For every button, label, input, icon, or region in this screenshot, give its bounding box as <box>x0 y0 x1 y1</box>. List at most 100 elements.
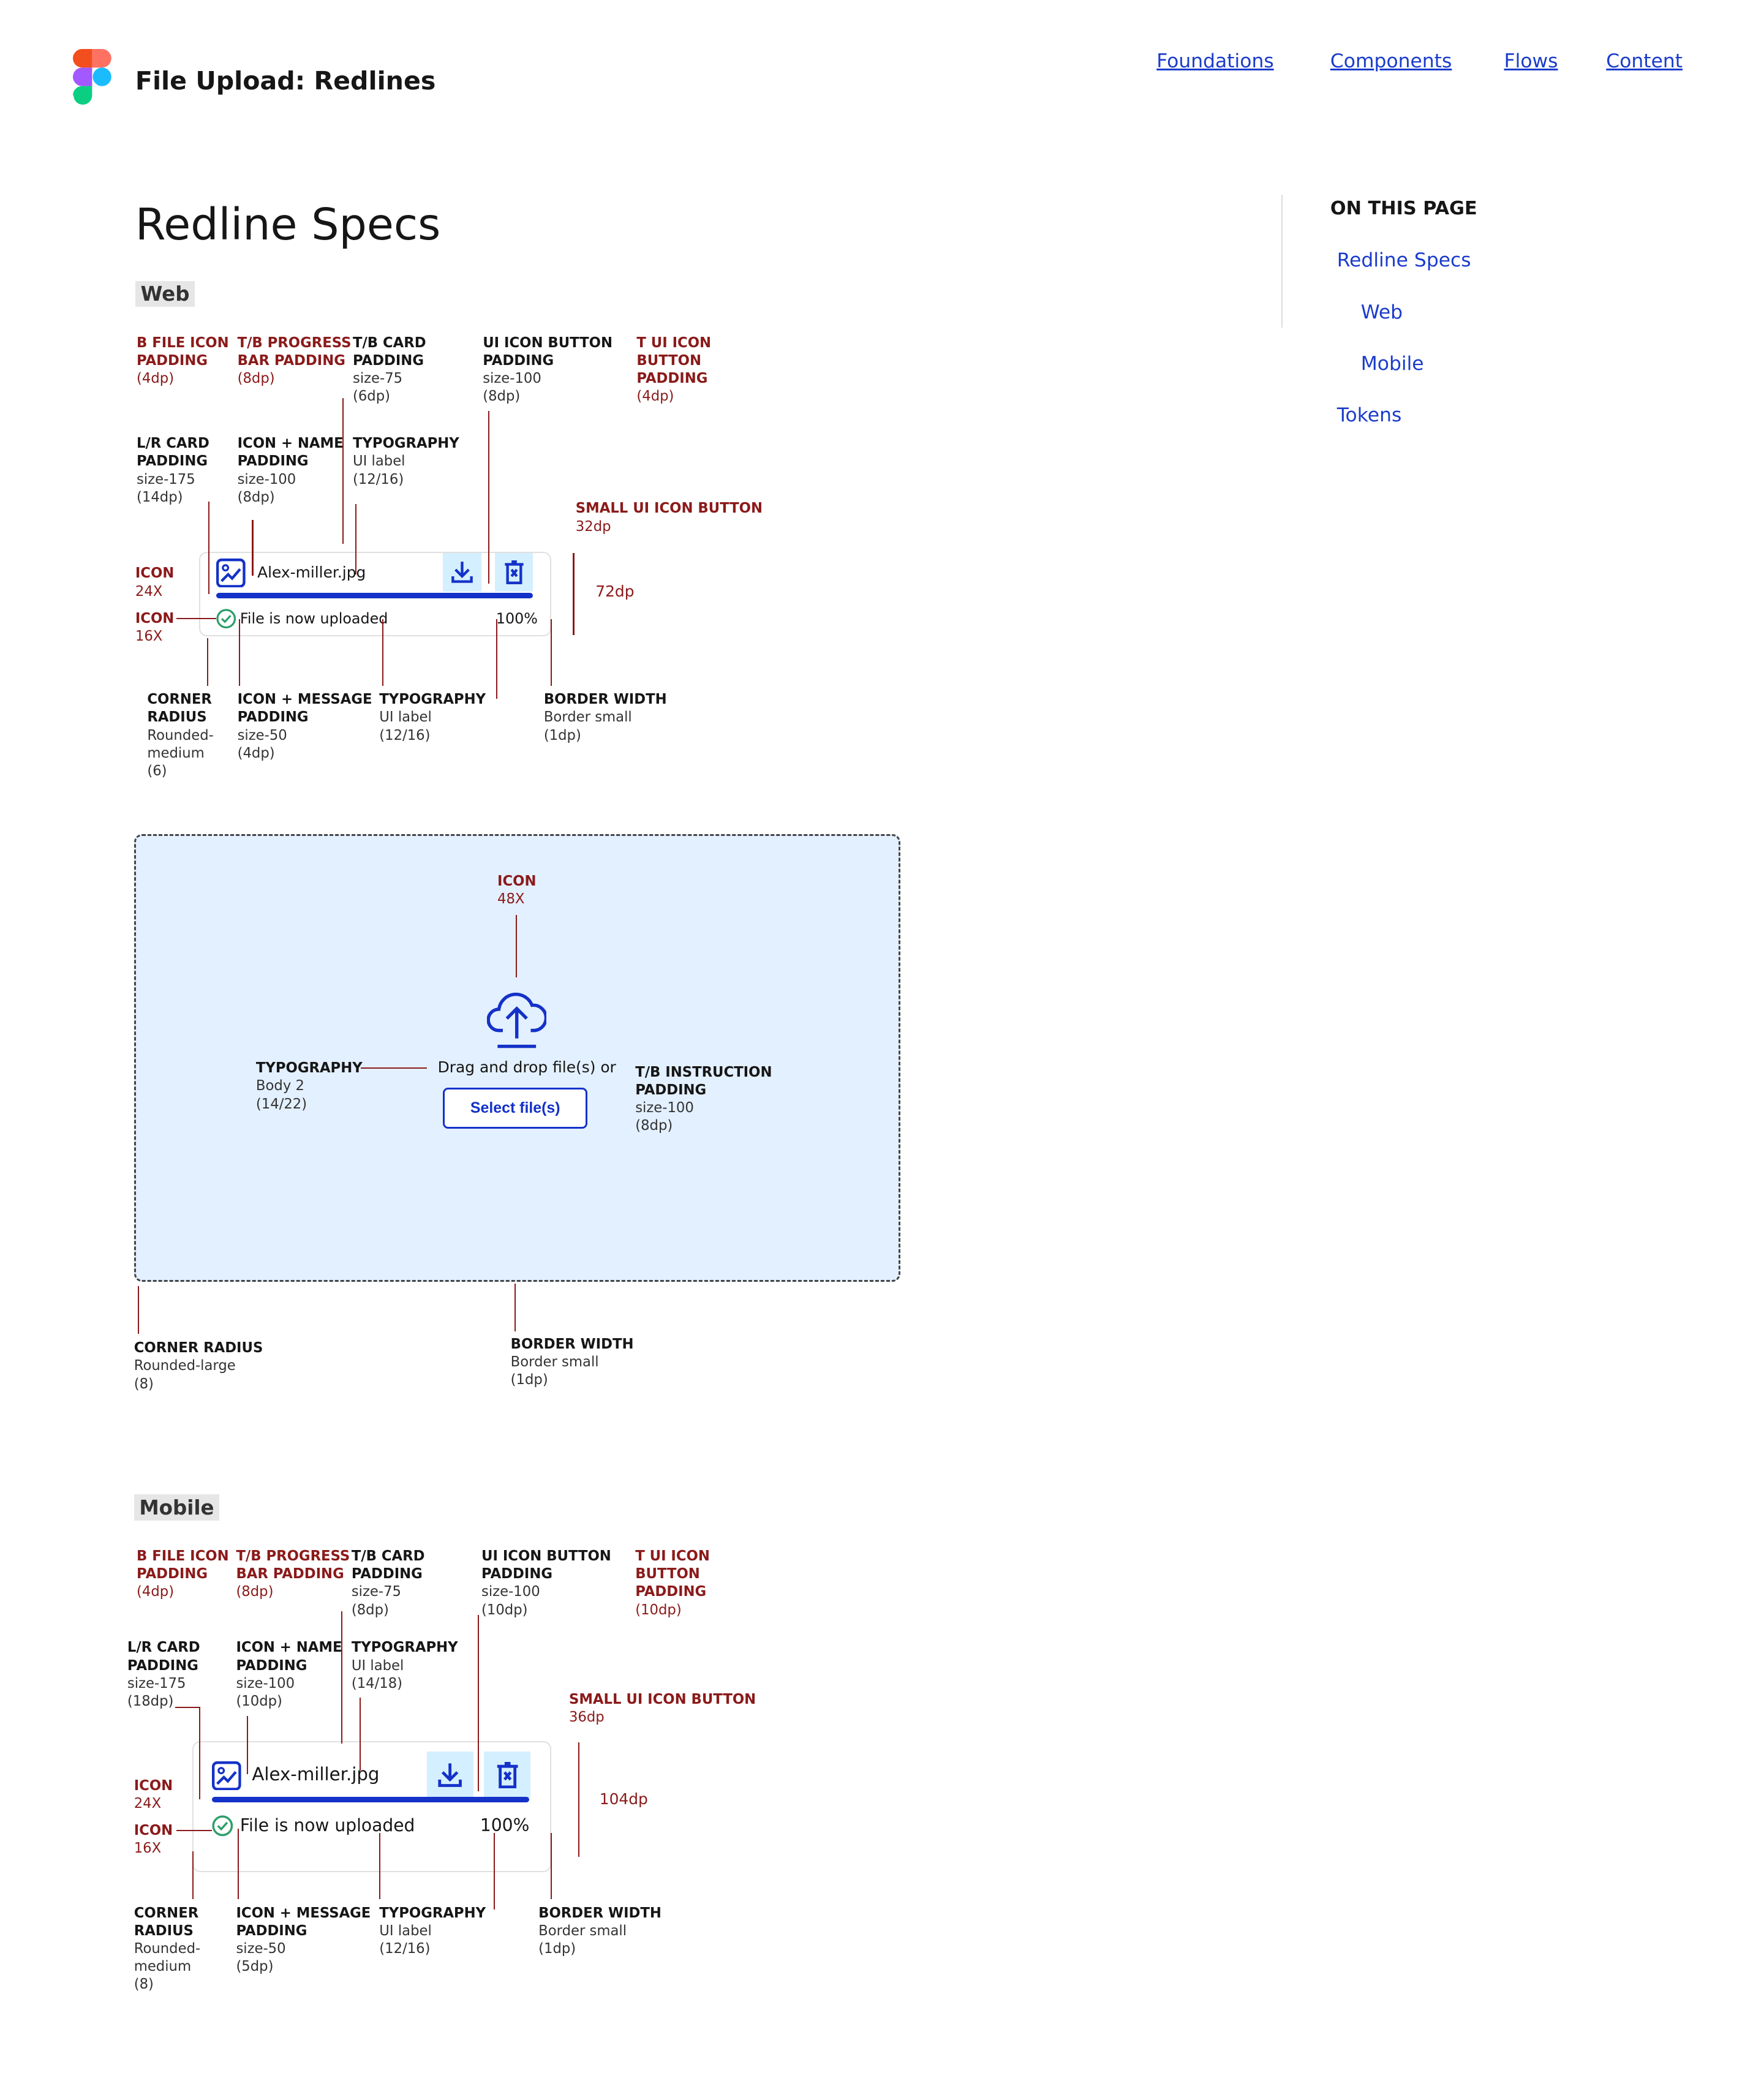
annotation-value: size-100 (10dp) <box>481 1584 540 1618</box>
annotation-title: CORNER RADIUS <box>134 1340 263 1357</box>
redline-annotation: T/B PROGRESS BAR PADDING (8dp) <box>238 334 352 388</box>
nav-components[interactable]: Components <box>1330 50 1452 73</box>
annotation-value: size-175 (14dp) <box>137 471 195 505</box>
download-button[interactable] <box>443 552 482 592</box>
file-name: Alex-miller.jpg <box>252 1763 380 1785</box>
leader-line <box>360 1067 428 1069</box>
annotation-title: T/B PROGRESS BAR PADDING <box>236 1548 350 1582</box>
success-check-icon <box>212 1815 233 1842</box>
annotation-title: ICON <box>135 565 175 582</box>
page-title: Redline Specs <box>135 198 441 250</box>
annotation-value: UI label (12/16) <box>352 453 405 487</box>
toc-divider <box>1281 195 1283 328</box>
nav-foundations[interactable]: Foundations <box>1156 50 1274 73</box>
leader-line <box>175 1706 199 1709</box>
annotation-value: 24X <box>135 583 163 600</box>
section-tag-web: Web <box>135 281 195 307</box>
annotation-title: L/R CARD PADDING <box>127 1639 200 1674</box>
annotation-title: ICON <box>497 873 537 889</box>
annotation-value: Rounded-large (8) <box>134 1358 236 1392</box>
annotation-value: size-75 (6dp) <box>352 371 403 405</box>
leader-line <box>516 915 518 977</box>
toc-item-tokens[interactable]: Tokens <box>1336 404 1402 427</box>
nav-content[interactable]: Content <box>1606 50 1683 73</box>
annotation-value: size-50 (4dp) <box>237 727 287 761</box>
leader-line <box>355 503 357 574</box>
redline-annotation: T UI ICON BUTTON PADDING(4dp) <box>636 334 711 406</box>
annotation-value: 16X <box>134 1840 162 1857</box>
redline-annotation: B FILE ICON PADDING(4dp) <box>137 1548 229 1601</box>
redline-annotation: T UI ICON BUTTON PADDING(10dp) <box>635 1548 710 1619</box>
trash-icon <box>504 560 524 584</box>
annotation-title: TYPOGRAPHY <box>255 1060 363 1077</box>
annotation-value: 32dp <box>575 518 611 535</box>
leader-line <box>238 619 240 686</box>
annotation-title: ICON + NAME PADDING <box>236 1639 342 1674</box>
annotation-value: (8dp) <box>237 371 275 387</box>
leader-line <box>208 501 210 595</box>
annotation-value: size-50 (5dp) <box>236 1940 286 1975</box>
progress-bar <box>212 1797 529 1802</box>
leader-line <box>198 1706 200 1800</box>
dropzone[interactable] <box>134 834 900 1282</box>
download-button[interactable] <box>427 1752 474 1799</box>
nav-flows[interactable]: Flows <box>1504 50 1558 73</box>
toc-item-redline-specs[interactable]: Redline Specs <box>1336 249 1471 272</box>
redline-annotation: ICON 48X <box>497 873 536 908</box>
annotation-title: BORDER WIDTH <box>543 691 667 708</box>
annotation-title: TYPOGRAPHY <box>379 691 486 708</box>
annotation-title: B FILE ICON PADDING <box>137 334 229 369</box>
annotation-title: CORNER RADIUS <box>134 1905 199 1939</box>
annotation-value: 36dp <box>568 1709 605 1726</box>
redline-annotation: T/B PROGRESS BAR PADDING(8dp) <box>236 1548 350 1601</box>
annotation-title: UI ICON BUTTON PADDING <box>481 1548 611 1582</box>
annotation-value: size-100 (8dp) <box>237 471 296 505</box>
redline-annotation: B FILE ICON PADDING(4dp) <box>137 334 229 388</box>
app-title: File Upload: Redlines <box>135 66 436 96</box>
toc-item-web[interactable]: Web <box>1360 301 1403 323</box>
annotation-value: Border small (1dp) <box>538 1922 627 1957</box>
figma-logo-icon <box>73 49 111 105</box>
annotation-title: T/B PROGRESS BAR PADDING <box>237 334 352 369</box>
annotation-title: L/R CARD PADDING <box>137 435 209 470</box>
leader-line <box>550 1832 552 1899</box>
height-dimension-label: 104dp <box>599 1790 648 1808</box>
annotation-title: T/B CARD PADDING <box>351 1548 425 1582</box>
annotation-value: 16X <box>135 628 163 645</box>
section-tag-mobile: Mobile <box>134 1494 220 1521</box>
annotation-value: 48X <box>497 891 525 908</box>
annotation-title: ICON + MESSAGE PADDING <box>237 691 372 726</box>
height-dimension-label: 72dp <box>595 582 635 600</box>
annotation-title: SMALL UI ICON BUTTON <box>575 500 763 517</box>
annotation-title: T/B INSTRUCTION PADDING <box>635 1064 772 1098</box>
leader-line <box>206 638 208 686</box>
leader-line <box>514 1284 516 1332</box>
select-files-button[interactable]: Select file(s) <box>443 1087 588 1129</box>
delete-button[interactable] <box>484 1752 531 1799</box>
status-message: File is now uploaded <box>239 1815 415 1836</box>
dropzone-instruction: Drag and drop file(s) or <box>437 1058 616 1076</box>
height-dimension-line <box>578 1742 580 1857</box>
toc-item-mobile[interactable]: Mobile <box>1360 352 1424 375</box>
delete-button[interactable] <box>494 552 533 592</box>
annotation-title: BORDER WIDTH <box>538 1905 662 1921</box>
leader-line <box>341 1611 342 1744</box>
leader-line <box>176 1830 213 1832</box>
